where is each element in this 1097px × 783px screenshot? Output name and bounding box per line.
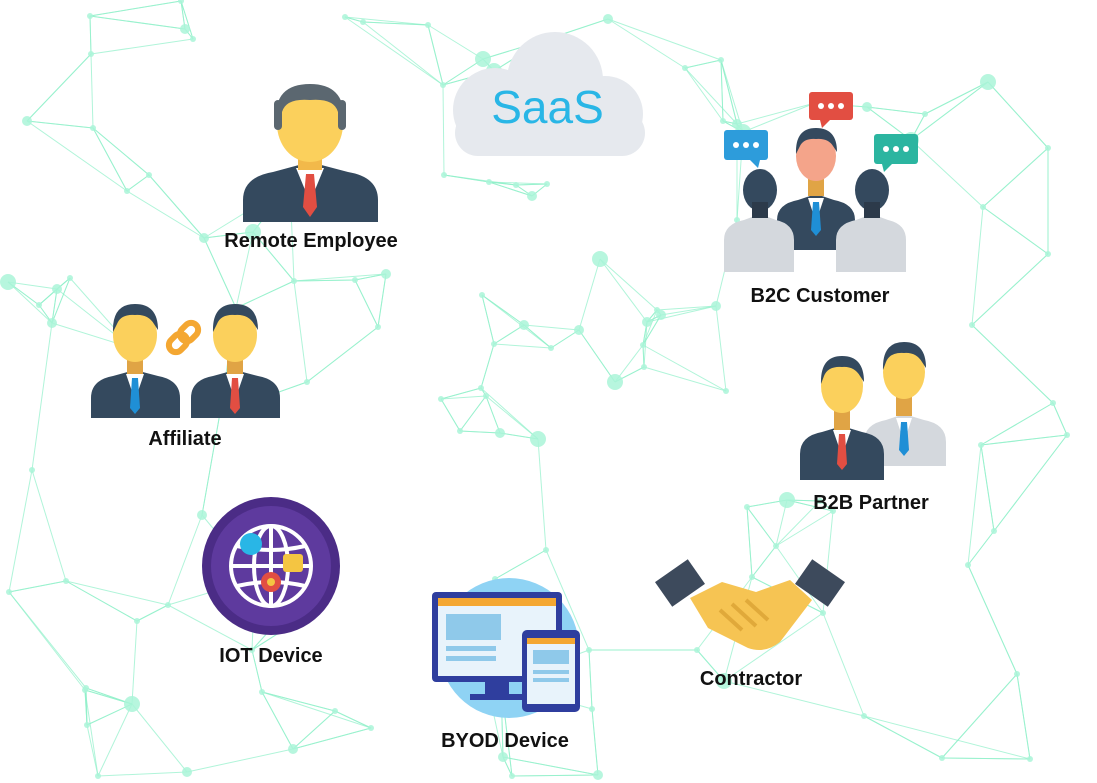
chat-bubble-blue-icon	[724, 130, 768, 168]
byod-device-label: BYOD Device	[441, 730, 569, 752]
iot-device-label: IOT Device	[219, 645, 323, 667]
chat-bubble-red-icon	[809, 92, 853, 128]
affiliate-node	[88, 300, 283, 418]
linked-people-icon	[91, 304, 280, 418]
b2b-partner-node	[798, 340, 948, 482]
chat-bubble-teal-icon	[874, 134, 918, 172]
remote-employee-label: Remote Employee	[224, 230, 398, 252]
contractor-label: Contractor	[699, 668, 803, 690]
b2c-customer-node	[720, 90, 920, 272]
saas-label: SaaS	[491, 81, 604, 133]
handshake-icon	[655, 559, 845, 650]
saas-cloud	[440, 22, 655, 162]
b2c-customer-label: B2C Customer	[750, 285, 890, 307]
monitor-tablet-icon	[432, 578, 580, 718]
person-icon	[243, 84, 378, 222]
chain-icon	[165, 319, 202, 356]
byod-device-node	[430, 578, 582, 720]
two-people-icon	[800, 342, 946, 480]
iot-device-node	[201, 496, 341, 636]
globe-devices-icon	[202, 497, 340, 635]
group-chat-icon	[724, 92, 918, 272]
contractor-node	[655, 558, 845, 658]
remote-employee-node	[238, 82, 383, 222]
b2b-partner-label: B2B Partner	[813, 492, 929, 514]
cloud-icon	[453, 32, 645, 156]
affiliate-label: Affiliate	[148, 428, 222, 450]
